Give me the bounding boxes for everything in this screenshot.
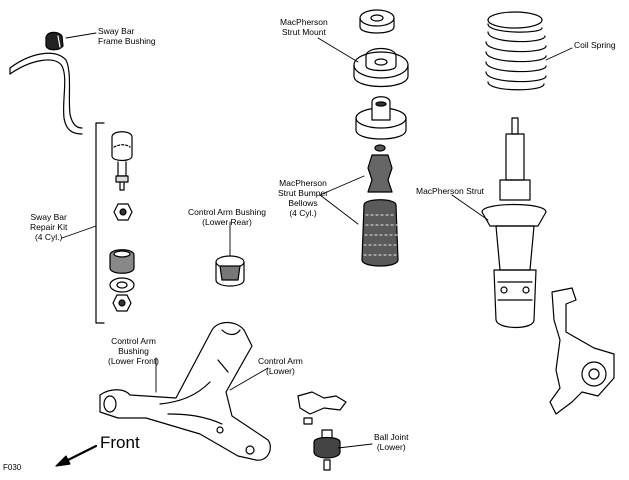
sway-bar-link [111, 131, 133, 191]
front-arrow [55, 444, 98, 467]
repair-kit-bracket [95, 122, 105, 324]
steering-knuckle [549, 287, 615, 415]
coil-spring [485, 11, 547, 91]
repair-kit-bushing-1 [109, 249, 135, 274]
repair-kit-nut-2 [112, 294, 132, 312]
label-control-arm-lower: Control Arm(Lower) [258, 356, 303, 376]
repair-kit-washer [109, 277, 135, 293]
repair-kit-nut-1 [113, 203, 133, 221]
strut-bearing [355, 96, 407, 140]
control-arm-bushing-lower-rear [215, 255, 245, 287]
ball-joint [313, 429, 341, 471]
label-coil-spring: Coil Spring [574, 40, 616, 50]
sway-bar [9, 52, 83, 135]
sway-bar-frame-bushing [45, 31, 64, 51]
label-ball-joint-lower: Ball Joint(Lower) [374, 432, 409, 452]
ball-joint-hardware [297, 391, 347, 425]
label-macpherson-strut: MacPherson Strut [416, 186, 485, 196]
strut-bellows [361, 199, 399, 267]
strut-mount [353, 9, 409, 88]
figure-code: F030 [3, 463, 22, 472]
front-direction-label: Front [100, 433, 140, 452]
macpherson-strut [481, 117, 547, 329]
label-control-arm-bushing-lower-rear: Control Arm Bushing(Lower Rear) [188, 207, 266, 227]
lower-control-arm [99, 321, 271, 461]
leader-lines [61, 32, 573, 449]
strut-bumper [367, 144, 393, 193]
